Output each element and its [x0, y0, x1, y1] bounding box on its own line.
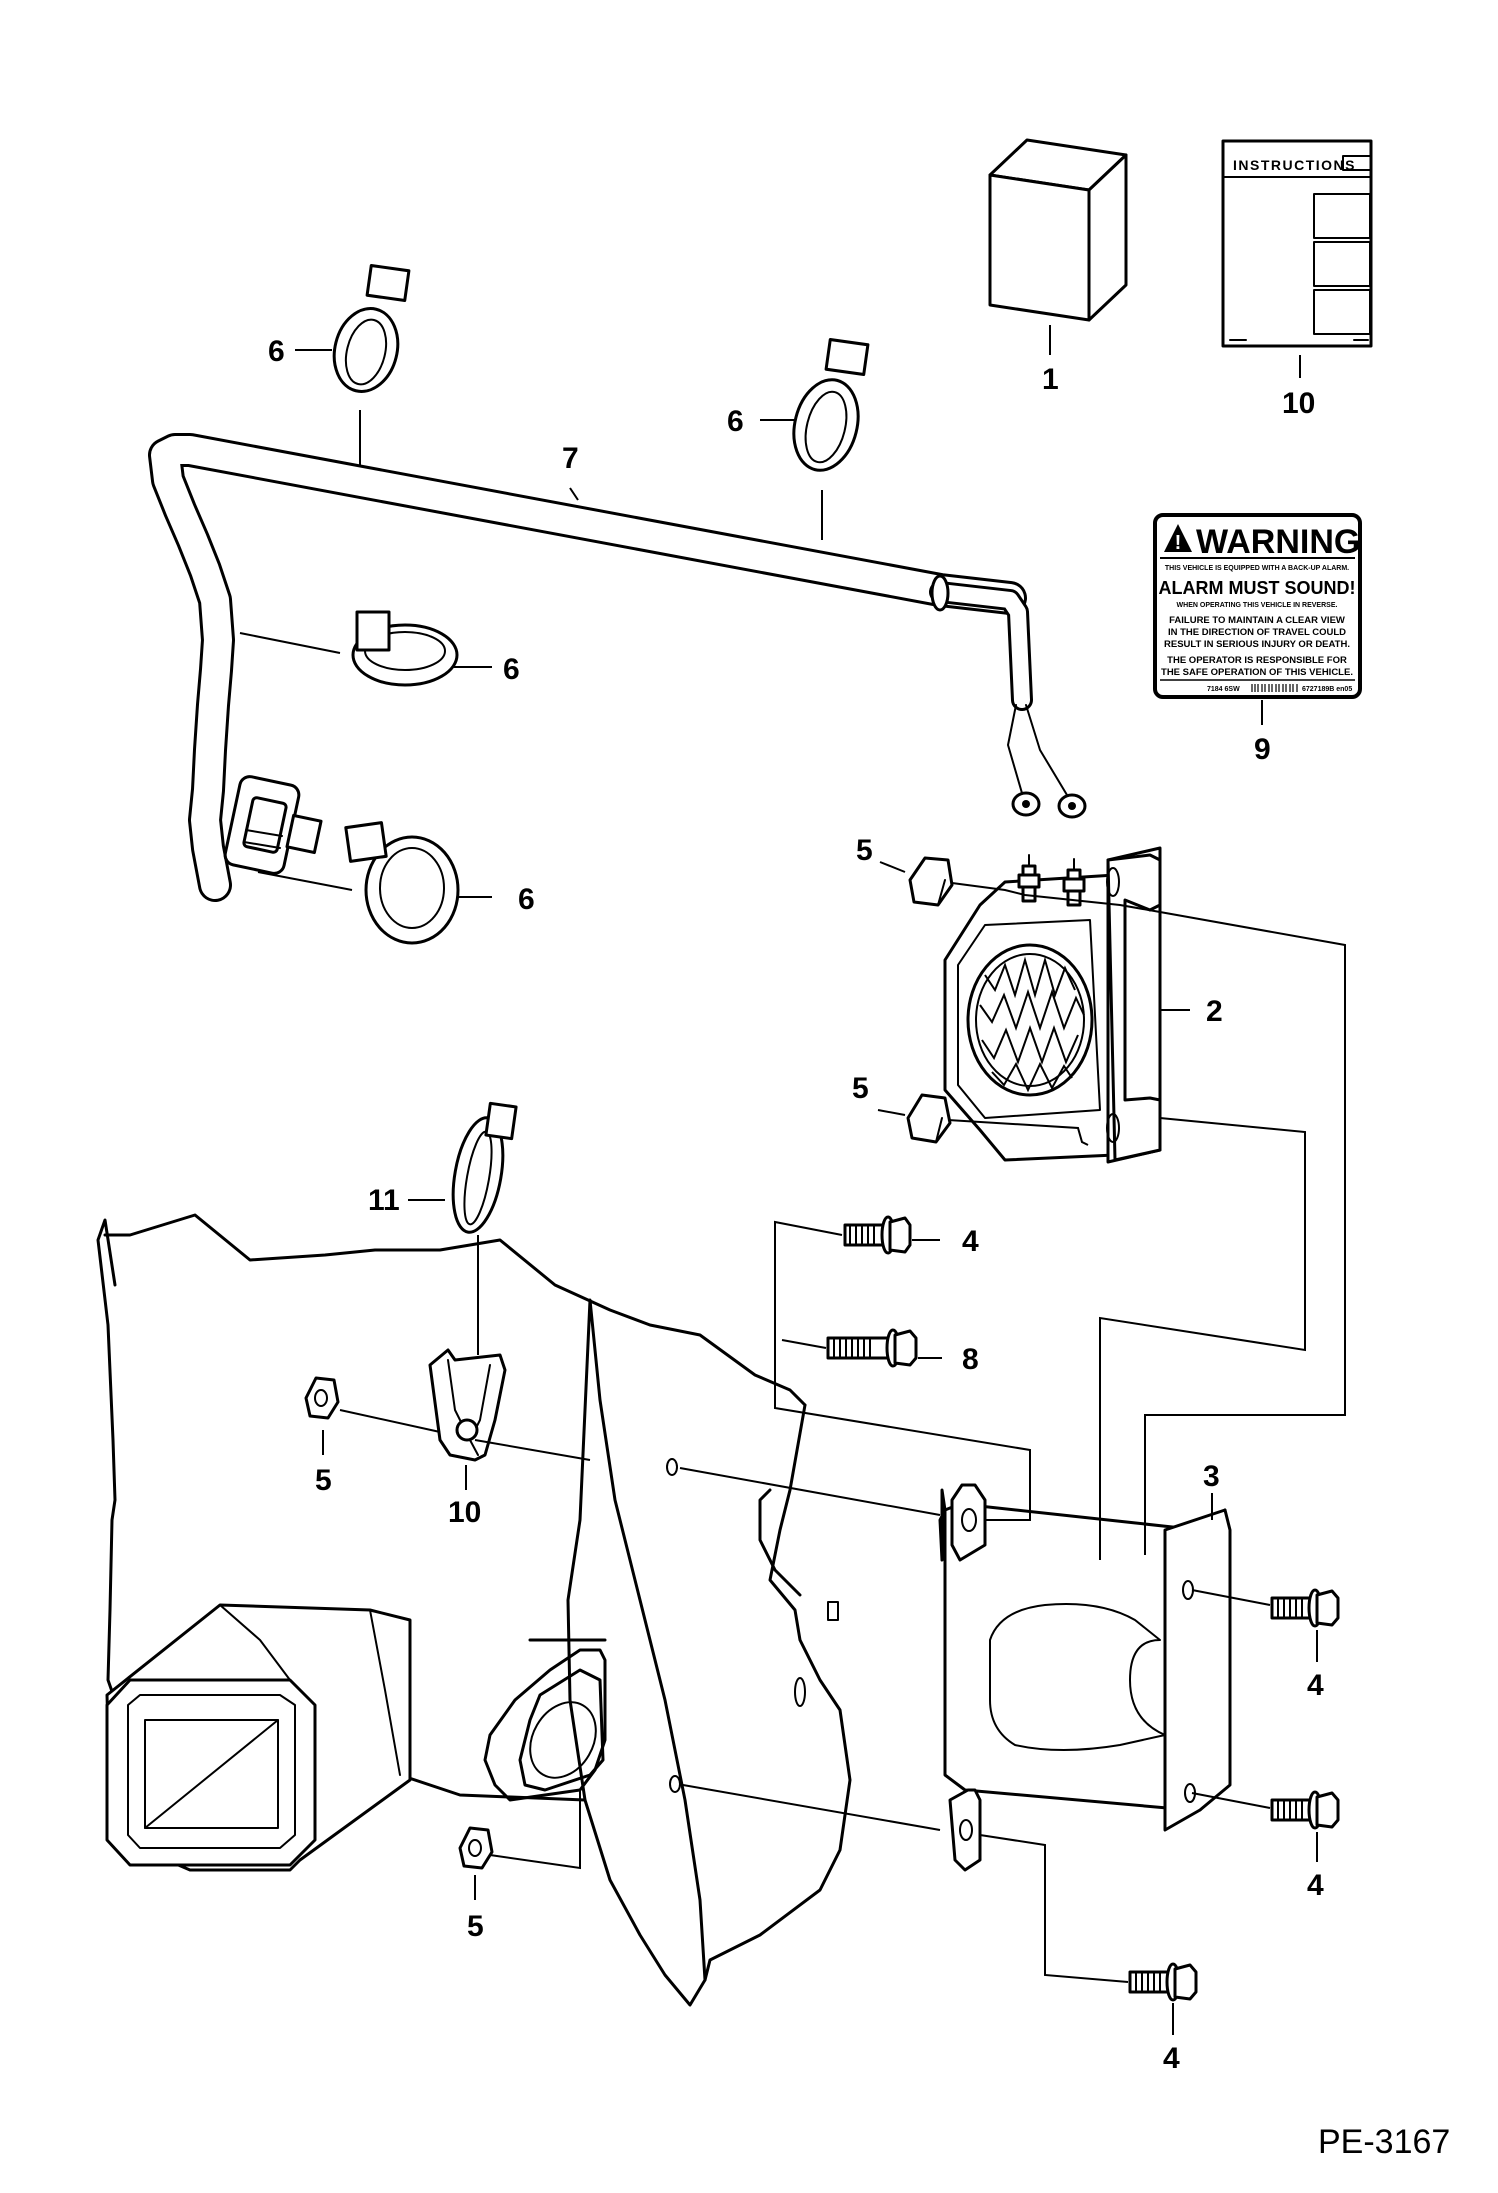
cable-tie-11: [451, 1101, 518, 1234]
callout-8: 8: [962, 1343, 979, 1376]
barcode: [1251, 684, 1298, 692]
svg-text:!: !: [1175, 532, 1182, 554]
flange-nut-d: [458, 1826, 494, 1870]
harness-connector: [223, 775, 323, 875]
instructions-label: INSTRUCTIONS: [1233, 157, 1356, 173]
bolt-d: [1128, 1962, 1198, 2002]
callout-10-manual: 10: [1282, 387, 1315, 420]
bolt-8: [826, 1328, 918, 1368]
warning-decal: ! WARNING THIS VEHICLE IS EQUIPPED WITH …: [1153, 513, 1362, 725]
flange-nut-a: [908, 856, 954, 907]
decal-barcode-number: 6727189B en05: [1302, 686, 1352, 693]
mounting-bracket: [938, 1483, 1232, 1872]
callout-5-top: 5: [856, 834, 873, 867]
callout-6-top-left: 6: [268, 335, 285, 368]
machine-frame: [96, 1213, 852, 2007]
callout-9: 9: [1254, 733, 1271, 766]
callout-10-bracket: 10: [448, 1496, 481, 1529]
callout-4-upper: 4: [962, 1225, 979, 1258]
flange-nut-b: [906, 1093, 952, 1144]
decal-part-number: 7184 6SW: [1207, 686, 1240, 693]
warning-line-8: THE SAFE OPERATION OF THIS VEHICLE.: [1161, 667, 1353, 678]
part-box: [988, 138, 1128, 355]
warning-heading: WARNING: [1196, 523, 1360, 561]
callout-6-middle: 6: [503, 653, 520, 686]
bolt-a: [843, 1215, 912, 1255]
callout-4-right-upper: 4: [1307, 1669, 1324, 1702]
warning-line-6: RESULT IN SERIOUS INJURY OR DEATH.: [1164, 639, 1350, 650]
callout-5-bottom: 5: [467, 1910, 484, 1943]
figure-reference: PE-3167: [1318, 2123, 1450, 2161]
callout-labels: 1 10 6 6 7 6 6 9 5 2 5 11 4 8 5 10 3 4 4…: [268, 335, 1324, 2075]
callout-5-left: 5: [315, 1464, 332, 1497]
callout-7: 7: [562, 442, 579, 475]
callout-11: 11: [368, 1184, 400, 1217]
cable-tie-middle: [351, 610, 459, 687]
cable-tie-lower: [344, 821, 460, 945]
callout-2: 2: [1206, 995, 1223, 1028]
backup-alarm: [943, 846, 1162, 1164]
bolt-b: [1270, 1588, 1340, 1628]
wire-harness: [148, 433, 1087, 902]
callout-1: 1: [1042, 363, 1059, 396]
callout-6-top-right: 6: [727, 405, 744, 438]
warning-line-5: IN THE DIRECTION OF TRAVEL COULD: [1168, 627, 1346, 638]
warning-line-1: THIS VEHICLE IS EQUIPPED WITH A BACK-UP …: [1165, 565, 1349, 572]
bolt-c: [1270, 1790, 1340, 1830]
warning-line-3: WHEN OPERATING THIS VEHICLE IN REVERSE.: [1177, 602, 1338, 609]
callout-leaders: [239, 349, 1318, 2035]
callout-6-lower: 6: [518, 883, 535, 916]
warning-line-4: FAILURE TO MAINTAIN A CLEAR VIEW: [1169, 615, 1345, 626]
callout-4-right-lower: 4: [1307, 1869, 1324, 1902]
callout-4-bottom: 4: [1163, 2042, 1180, 2075]
flange-nut-c: [304, 1376, 340, 1420]
warning-line-7: THE OPERATOR IS RESPONSIBLE FOR: [1167, 655, 1347, 666]
small-bracket: [428, 1348, 507, 1462]
assembly-lines: [339, 882, 1346, 1983]
cable-tie-top-left: [332, 264, 411, 393]
callout-5-alarm-lower: 5: [852, 1072, 869, 1105]
cable-tie-top-right: [792, 338, 870, 472]
warning-line-2: ALARM MUST SOUND!: [1159, 578, 1356, 598]
alarm-grille: [979, 956, 1085, 1093]
instruction-manual: INSTRUCTIONS: [1221, 139, 1373, 378]
callout-3: 3: [1203, 1460, 1220, 1493]
